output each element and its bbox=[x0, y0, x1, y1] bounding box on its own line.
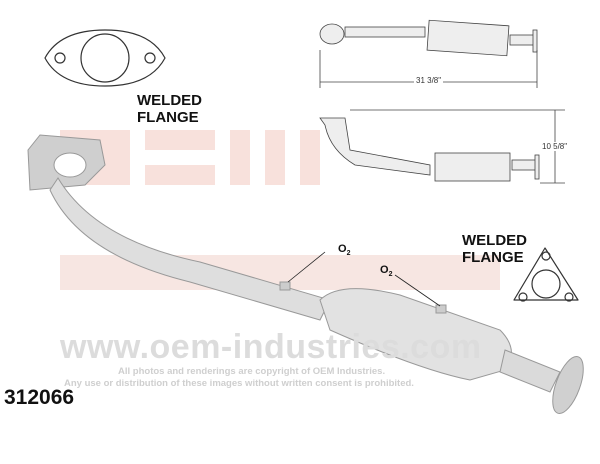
welded-flange-label-top: WELDED FLANGE bbox=[137, 92, 202, 126]
sensor-leader-lines bbox=[287, 251, 441, 307]
flange-3bolt-drawing bbox=[513, 247, 579, 302]
flange-2bolt-drawing bbox=[44, 29, 166, 87]
watermark-notice-1: All photos and renderings are copyright … bbox=[118, 366, 386, 377]
top-view-drawing bbox=[319, 19, 538, 88]
o2-text: O bbox=[380, 264, 389, 276]
oem-logo-watermark bbox=[60, 130, 500, 290]
o2-subscript: 2 bbox=[388, 271, 393, 279]
o2-sensor-label-1: O2 bbox=[338, 243, 350, 257]
label-line: WELDED bbox=[137, 92, 202, 109]
length-dimension: 31 3/8" bbox=[414, 76, 444, 85]
welded-flange-label-right: WELDED FLANGE bbox=[462, 232, 527, 266]
label-line: FLANGE bbox=[462, 249, 524, 266]
label-line: WELDED bbox=[462, 232, 527, 249]
o2-subscript: 2 bbox=[346, 250, 351, 258]
watermark-url: www.oem-industries.com bbox=[60, 328, 482, 366]
o2-text: O bbox=[338, 243, 347, 255]
watermark-notice-2: Any use or distribution of these images … bbox=[64, 378, 414, 389]
part-number: 312066 bbox=[4, 386, 75, 409]
o2-sensor-label-2: O2 bbox=[380, 264, 392, 278]
height-dimension: 10 5/8" bbox=[540, 142, 570, 151]
catalytic-converter-render bbox=[27, 134, 584, 414]
side-view-drawing bbox=[319, 109, 565, 184]
label-line: FLANGE bbox=[137, 109, 199, 126]
